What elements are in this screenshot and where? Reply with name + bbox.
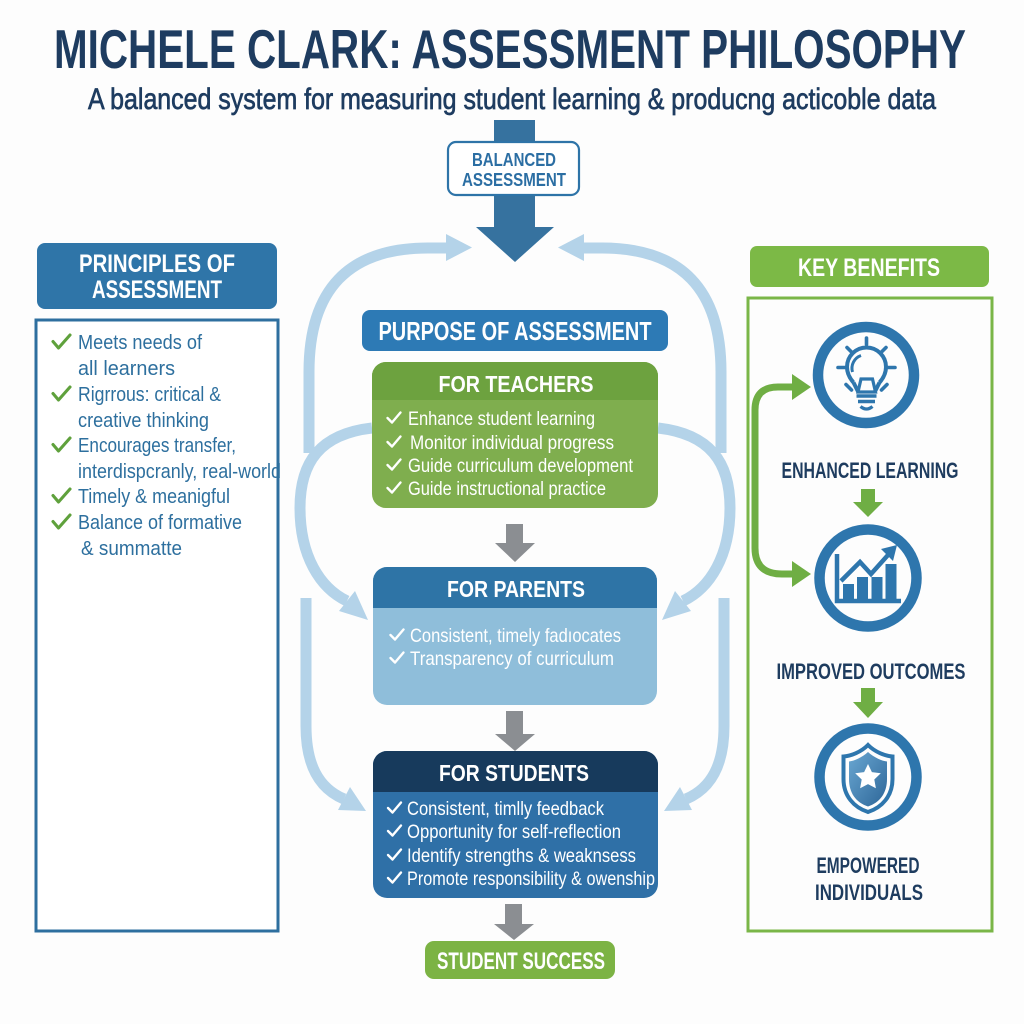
svg-text:Promote responsibility & owens: Promote responsibility & owenship <box>407 868 655 890</box>
svg-text:ENHANCED LEARNING: ENHANCED LEARNING <box>782 458 959 483</box>
svg-text:creative thinking: creative thinking <box>78 409 209 432</box>
svg-text:PRINCIPLES OF: PRINCIPLES OF <box>79 250 235 278</box>
svg-text:Monitor individual progress: Monitor individual progress <box>410 432 614 454</box>
svg-text:BALANCED: BALANCED <box>472 150 556 170</box>
svg-text:ASSESSMENT: ASSESSMENT <box>92 276 222 304</box>
svg-text:Timely & meanigful: Timely & meanigful <box>78 485 230 508</box>
svg-text:EMPOWERED: EMPOWERED <box>817 853 920 878</box>
svg-text:ASSESSMENT: ASSESSMENT <box>462 170 566 190</box>
svg-text:Balance of formative: Balance of formative <box>78 511 242 534</box>
svg-text:A balanced system for measurin: A balanced system for measuring student … <box>88 83 936 116</box>
svg-text:Identify strengths & weaknsess: Identify strengths & weaknsess <box>407 845 636 867</box>
svg-text:INDIVIDUALS: INDIVIDUALS <box>815 880 923 905</box>
svg-text:Guide instructional practice: Guide instructional practice <box>408 478 606 500</box>
svg-text:IMPROVED OUTCOMES: IMPROVED OUTCOMES <box>777 659 966 684</box>
svg-text:Consistent, timely fadıocates: Consistent, timely fadıocates <box>410 625 621 647</box>
svg-text:Enhance student learning: Enhance student learning <box>408 408 595 430</box>
svg-text:& summatte: & summatte <box>81 537 182 560</box>
svg-text:STUDENT SUCCESS: STUDENT SUCCESS <box>437 948 605 975</box>
svg-text:Opportunity for self-reflectio: Opportunity for self-reflection <box>407 821 621 843</box>
svg-text:all learners: all learners <box>78 357 175 380</box>
svg-text:FOR TEACHERS: FOR TEACHERS <box>439 371 594 397</box>
svg-text:interdispcranly, real-world: interdispcranly, real-world <box>78 460 281 483</box>
svg-text:MICHELE CLARK: ASSESSMENT PHIL: MICHELE CLARK: ASSESSMENT PHILOSOPHY <box>54 18 966 80</box>
svg-text:KEY BENEFITS: KEY BENEFITS <box>798 254 940 282</box>
svg-text:Rigrrous: critical &: Rigrrous: critical & <box>78 383 221 406</box>
svg-text:Consistent, timlly feedback: Consistent, timlly feedback <box>407 798 604 820</box>
svg-text:FOR STUDENTS: FOR STUDENTS <box>439 760 589 786</box>
svg-text:Transparency of curriculum: Transparency of curriculum <box>410 648 614 670</box>
svg-text:Meets needs of: Meets needs of <box>78 331 202 354</box>
svg-text:Encourages transfer,: Encourages transfer, <box>78 434 236 457</box>
svg-text:Guide curriculum development: Guide curriculum development <box>408 455 633 477</box>
svg-text:PURPOSE OF ASSESSMENT: PURPOSE OF ASSESSMENT <box>379 316 652 346</box>
svg-text:FOR PARENTS: FOR PARENTS <box>447 576 585 602</box>
